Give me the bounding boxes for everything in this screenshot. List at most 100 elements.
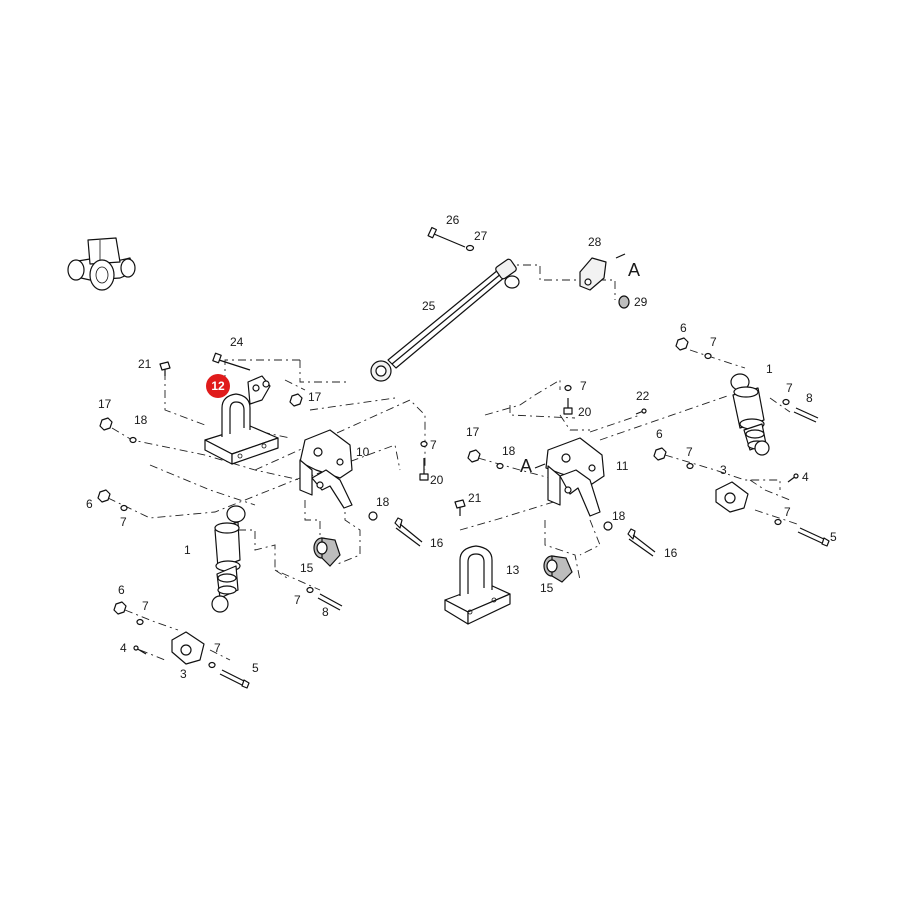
- callout-7-i: 7: [686, 445, 693, 459]
- callout-21-b: 21: [468, 491, 482, 505]
- callout-16-a: 16: [430, 536, 444, 550]
- part-18-washer-c: [496, 462, 504, 470]
- view-arrow-a-top: [615, 253, 626, 259]
- part-7-washer-h: [306, 586, 314, 594]
- callout-17-b: 17: [98, 397, 112, 411]
- part-29-bush: [618, 295, 630, 309]
- part-8-bolt-a: [317, 593, 343, 611]
- callout-3-a: 3: [180, 667, 187, 681]
- callout-6-a: 6: [680, 321, 687, 335]
- callout-18-a: 18: [134, 413, 148, 427]
- part-7-washer-a: [704, 352, 712, 360]
- part-7-washer-e: [120, 504, 128, 512]
- part-6-nut-a: [675, 337, 689, 351]
- view-arrow-a-mid: [534, 463, 546, 469]
- tractor-icon: [67, 237, 136, 291]
- callout-13: 13: [506, 563, 520, 577]
- part-1-shock-left: [211, 505, 246, 613]
- part-12-u-bracket: [204, 375, 279, 465]
- part-13-u-bracket: [444, 545, 511, 625]
- callout-6-b: 6: [86, 497, 93, 511]
- callout-18-b: 18: [376, 495, 390, 509]
- callout-7-e: 7: [120, 515, 127, 529]
- callout-8-a: 8: [322, 605, 329, 619]
- callouts: 26 27 28 29 25 24 17 21 17 18 10 7 20 18…: [86, 213, 837, 681]
- part-11-bracket: [545, 437, 605, 517]
- part-8-bolt-b: [793, 407, 819, 423]
- view-marker-a-top: A: [628, 260, 640, 280]
- callout-4-b: 4: [802, 470, 809, 484]
- callout-29: 29: [634, 295, 648, 309]
- callout-5-b: 5: [830, 530, 837, 544]
- part-21-bolt-left: [159, 361, 171, 376]
- part-18-washer-b: [368, 511, 378, 521]
- part-7-washer-g: [208, 661, 216, 669]
- part-3-clamp-right: [715, 481, 749, 513]
- part-28-bracket: [579, 257, 607, 291]
- part-7-washer-i: [686, 462, 694, 470]
- callout-7-b: 7: [786, 381, 793, 395]
- callout-17-c: 17: [466, 425, 480, 439]
- part-7-washer-c: [420, 440, 428, 448]
- callout-6-c: 6: [118, 583, 125, 597]
- callout-1-b: 1: [766, 362, 773, 376]
- callout-15-a: 15: [300, 561, 314, 575]
- part-17-nut-b: [99, 417, 113, 431]
- callout-7-j: 7: [784, 505, 791, 519]
- part-6-nut-d: [653, 447, 667, 461]
- callout-7-g: 7: [214, 641, 221, 655]
- highlight-badge-12[interactable]: 12: [206, 374, 230, 398]
- callout-28: 28: [588, 235, 602, 249]
- callout-6-d: 6: [656, 427, 663, 441]
- part-1-shock-right: [730, 373, 770, 456]
- part-27-washer: [465, 244, 475, 252]
- callout-16-b: 16: [664, 546, 678, 560]
- part-10-bracket: [299, 429, 353, 509]
- part-7-washer-j: [774, 518, 782, 526]
- part-16-bolt-a: [394, 517, 423, 547]
- callout-7-h: 7: [294, 593, 301, 607]
- callout-20-a: 20: [430, 473, 444, 487]
- part-17-nut-c: [467, 449, 481, 463]
- callout-17-a: 17: [308, 390, 322, 404]
- part-24-bolt: [212, 352, 251, 371]
- part-20-bolt-a: [419, 458, 429, 481]
- view-marker-a-mid: A: [520, 456, 532, 476]
- part-6-nut-c: [113, 601, 127, 615]
- part-25-link-bar: [370, 258, 520, 382]
- part-22-screw: [635, 408, 647, 415]
- callout-22: 22: [636, 389, 650, 403]
- callout-24: 24: [230, 335, 244, 349]
- part-20-bolt-b: [563, 398, 573, 415]
- callout-15-b: 15: [540, 581, 554, 595]
- part-15-bush-a: [313, 537, 341, 567]
- part-7-washer-d: [564, 384, 572, 392]
- callout-5-a: 5: [252, 661, 259, 675]
- callout-27: 27: [474, 229, 488, 243]
- callout-4-a: 4: [120, 641, 127, 655]
- part-15-bush-b: [543, 555, 573, 583]
- callout-18-c: 18: [502, 444, 516, 458]
- callout-18-d: 18: [612, 509, 626, 523]
- callout-7-f: 7: [142, 599, 149, 613]
- guide-lines: [107, 264, 801, 661]
- callout-21-a: 21: [138, 357, 152, 371]
- callout-10: 10: [356, 445, 370, 459]
- part-7-washer-b: [782, 398, 790, 406]
- callout-26: 26: [446, 213, 460, 227]
- part-5-bolt-right: [797, 527, 830, 547]
- part-26-bolt: [427, 226, 466, 248]
- callout-20-b: 20: [578, 405, 592, 419]
- part-16-bolt-b: [627, 528, 656, 557]
- callout-7-c: 7: [430, 438, 437, 452]
- callout-25: 25: [422, 299, 436, 313]
- callout-1-a: 1: [184, 543, 191, 557]
- part-18-washer-d: [603, 521, 613, 531]
- callout-3-b: 3: [720, 463, 727, 477]
- highlight-label: 12: [211, 379, 225, 393]
- part-18-washer-a: [129, 436, 137, 444]
- part-5-bolt-left: [219, 669, 250, 689]
- part-21-bolt-right: [454, 499, 466, 516]
- callout-7-a: 7: [710, 335, 717, 349]
